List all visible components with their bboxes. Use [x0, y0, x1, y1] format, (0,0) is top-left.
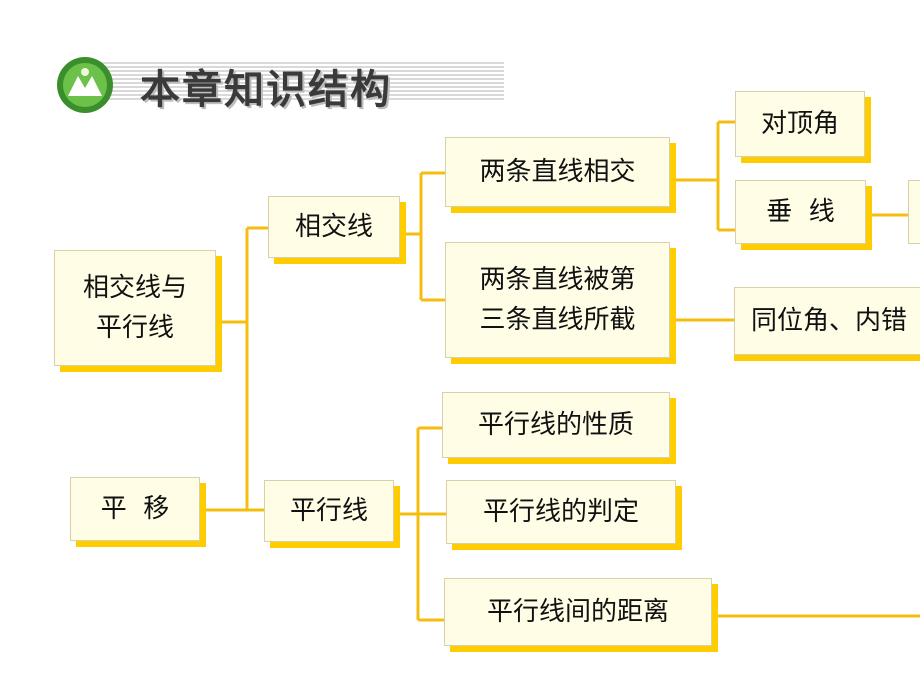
node-vertical-angles-label: 对顶角: [760, 108, 839, 139]
node-parallel-criteria: 平行线的判定: [446, 480, 676, 544]
header-bar: [100, 62, 504, 102]
node-transversal-line1: 两条直线被第: [479, 264, 636, 295]
node-angles-partial: 同位角、内错: [734, 287, 920, 355]
node-transversal-line2: 三条直线所截: [479, 305, 636, 335]
node-intersecting-lines: 相交线: [268, 196, 400, 258]
node-translation-label: 平 移: [100, 493, 170, 524]
page-title: 本章知识结构: [140, 67, 392, 113]
node-perpendicular-label: 垂 线: [766, 196, 835, 227]
node-translation: 平 移: [70, 477, 200, 541]
node-parallel-distance: 平行线间的距离: [444, 578, 712, 646]
node-transversal: 两条直线被第 三条直线所截: [445, 242, 670, 358]
node-intersecting-lines-label: 相交线: [294, 211, 373, 242]
node-parallel-distance-label: 平行线间的距离: [486, 596, 669, 627]
node-perpendicular: 垂 线: [735, 180, 866, 244]
node-root: 相交线与 平行线: [54, 250, 216, 366]
node-angles-partial-label: 同位角、内错: [751, 305, 908, 336]
logo-icon: [57, 57, 113, 113]
node-vertical-angles: 对顶角: [735, 91, 865, 157]
node-two-lines-intersect-label: 两条直线相交: [479, 156, 636, 187]
node-parallel-properties-label: 平行线的性质: [477, 409, 634, 440]
node-parallel-properties: 平行线的性质: [442, 392, 670, 458]
node-parallel-lines-label: 平行线: [289, 495, 368, 526]
node-root-line2: 平行线: [95, 313, 174, 343]
node-root-line1: 相交线与: [82, 272, 187, 303]
node-parallel-criteria-label: 平行线的判定: [482, 496, 639, 527]
node-perpendicular-child-partial: [908, 180, 920, 244]
node-parallel-lines: 平行线: [264, 480, 394, 542]
node-two-lines-intersect: 两条直线相交: [445, 137, 670, 207]
